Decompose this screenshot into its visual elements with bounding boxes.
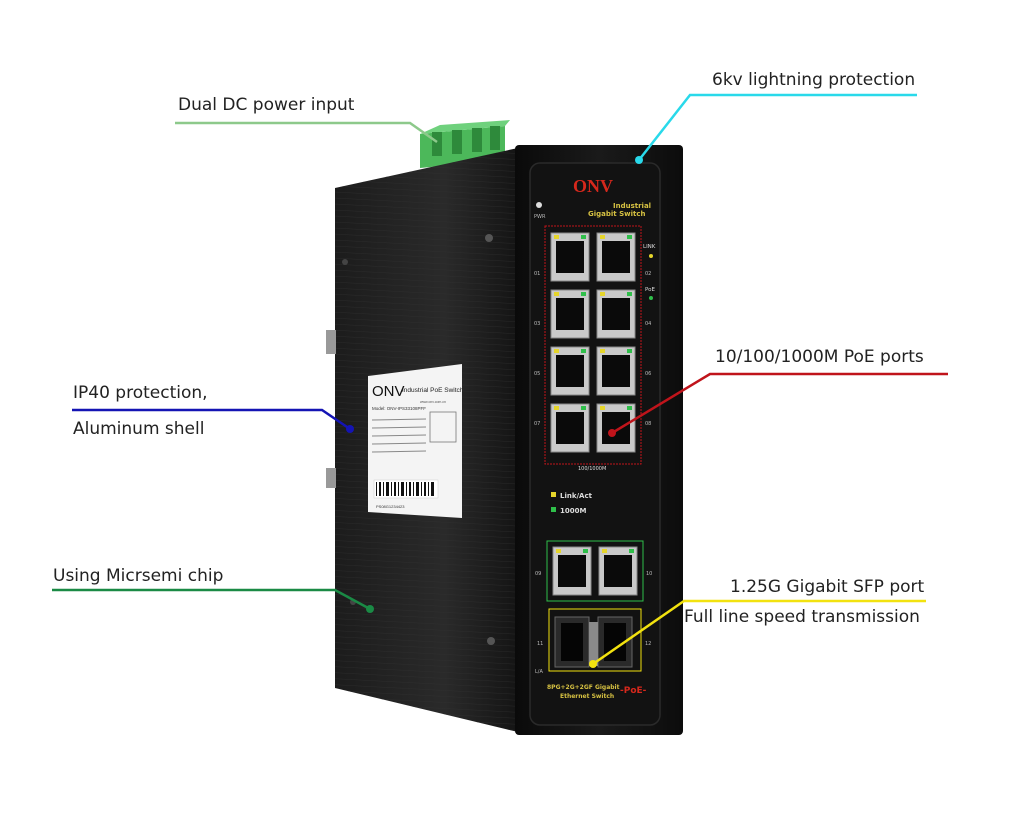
port-number-01: 01 bbox=[534, 271, 540, 277]
port-number-02: 02 bbox=[645, 271, 651, 277]
poe-port-highlight bbox=[544, 225, 642, 465]
ports-callout-line bbox=[611, 372, 948, 435]
poe-port-grid: 01 02 03 04 05 06 07 08 bbox=[534, 232, 651, 453]
rj45-port-03 bbox=[550, 289, 590, 339]
brand-logo: ONV bbox=[573, 176, 613, 196]
label-title: Industrial PoE Switch bbox=[402, 387, 464, 394]
poe-label: PoE bbox=[645, 287, 655, 293]
sfp-port-pair bbox=[554, 616, 633, 668]
rj45-port-07 bbox=[550, 403, 590, 453]
panel-title-1: Industrial bbox=[613, 202, 651, 210]
linkact-legend-icon bbox=[551, 492, 556, 497]
rj45-port-04 bbox=[596, 289, 636, 339]
front-panel: ONV Industrial Gigabit Switch PWR LINK P… bbox=[515, 145, 683, 735]
rj45-port-10 bbox=[598, 546, 638, 596]
label-brand: ONV bbox=[372, 383, 405, 400]
panel-title-2: Gigabit Switch bbox=[588, 210, 645, 218]
label-url: www.onv.com.cn bbox=[420, 400, 446, 404]
label-serial: PS08G1234423 bbox=[376, 504, 405, 509]
gigabit-legend-icon bbox=[551, 507, 556, 512]
dc-power-terminal bbox=[420, 120, 510, 168]
uplink-port-pair: 09 10 bbox=[535, 546, 652, 596]
link-led-icon bbox=[649, 254, 653, 258]
model-line-2: Ethernet Switch bbox=[560, 693, 614, 700]
port-number-10: 10 bbox=[646, 571, 652, 577]
product-label bbox=[368, 364, 462, 518]
callout-lines bbox=[52, 93, 948, 668]
poe-badge: -PoE- bbox=[620, 686, 647, 696]
legend-1000m: 1000M bbox=[560, 507, 586, 515]
sfp-port-number-2: 12 bbox=[645, 641, 651, 647]
sfp-port-highlight bbox=[548, 608, 642, 672]
sfp-led-label: L/A bbox=[535, 669, 543, 675]
sfp-callout-label-1: 1.25G Gigabit SFP port bbox=[730, 577, 925, 597]
rj45-port-05 bbox=[550, 346, 590, 396]
sfp-port-number-1: 11 bbox=[537, 641, 543, 647]
port-number-08: 08 bbox=[645, 421, 651, 427]
sfp-callout-line bbox=[592, 599, 926, 666]
port-number-04: 04 bbox=[645, 321, 651, 327]
ports-callout-label: 10/100/1000M PoE ports bbox=[715, 347, 924, 367]
power-callout-line bbox=[175, 121, 438, 144]
chip-callout-label: Using Micrsemi chip bbox=[53, 566, 224, 586]
uplink-port-highlight bbox=[546, 540, 644, 602]
port-number-06: 06 bbox=[645, 371, 651, 377]
legend-linkact: Link/Act bbox=[560, 492, 593, 500]
port-number-05: 05 bbox=[534, 371, 540, 377]
chip-callout-line bbox=[52, 588, 371, 611]
port-number-03: 03 bbox=[534, 321, 540, 327]
model-line-1: 8PG+2G+2GF Gigabit bbox=[547, 684, 620, 691]
poe-led-icon bbox=[649, 296, 653, 300]
rj45-port-02 bbox=[596, 232, 636, 282]
rj45-port-09 bbox=[552, 546, 592, 596]
link-label: LINK bbox=[643, 244, 656, 250]
rj45-port-01 bbox=[550, 232, 590, 282]
ip40-callout-line bbox=[72, 408, 351, 431]
port-number-09: 09 bbox=[535, 571, 541, 577]
port-number-07: 07 bbox=[534, 421, 540, 427]
lightning-callout-label: 6kv lightning protection bbox=[712, 70, 916, 90]
power-callout-label: Dual DC power input bbox=[178, 95, 355, 115]
sfp-callout-label-2: Full line speed transmission bbox=[684, 607, 920, 627]
ip40-callout-label-1: IP40 protection, bbox=[73, 383, 208, 403]
pwr-label: PWR bbox=[534, 214, 546, 220]
aluminum-side-panel: ONV Industrial PoE Switch Model: ONV-IPS… bbox=[326, 148, 518, 732]
ip40-callout-label-2: Aluminum shell bbox=[73, 419, 205, 439]
port-group-label: 100/1000M bbox=[578, 466, 606, 472]
label-spec-lines bbox=[371, 411, 457, 453]
label-model: Model: ONV-IPS33108PFF bbox=[372, 406, 426, 411]
rj45-port-06 bbox=[596, 346, 636, 396]
power-led-icon bbox=[536, 202, 542, 208]
rj45-port-08 bbox=[596, 403, 636, 453]
lightning-callout-line bbox=[638, 93, 917, 161]
barcode bbox=[373, 479, 439, 499]
